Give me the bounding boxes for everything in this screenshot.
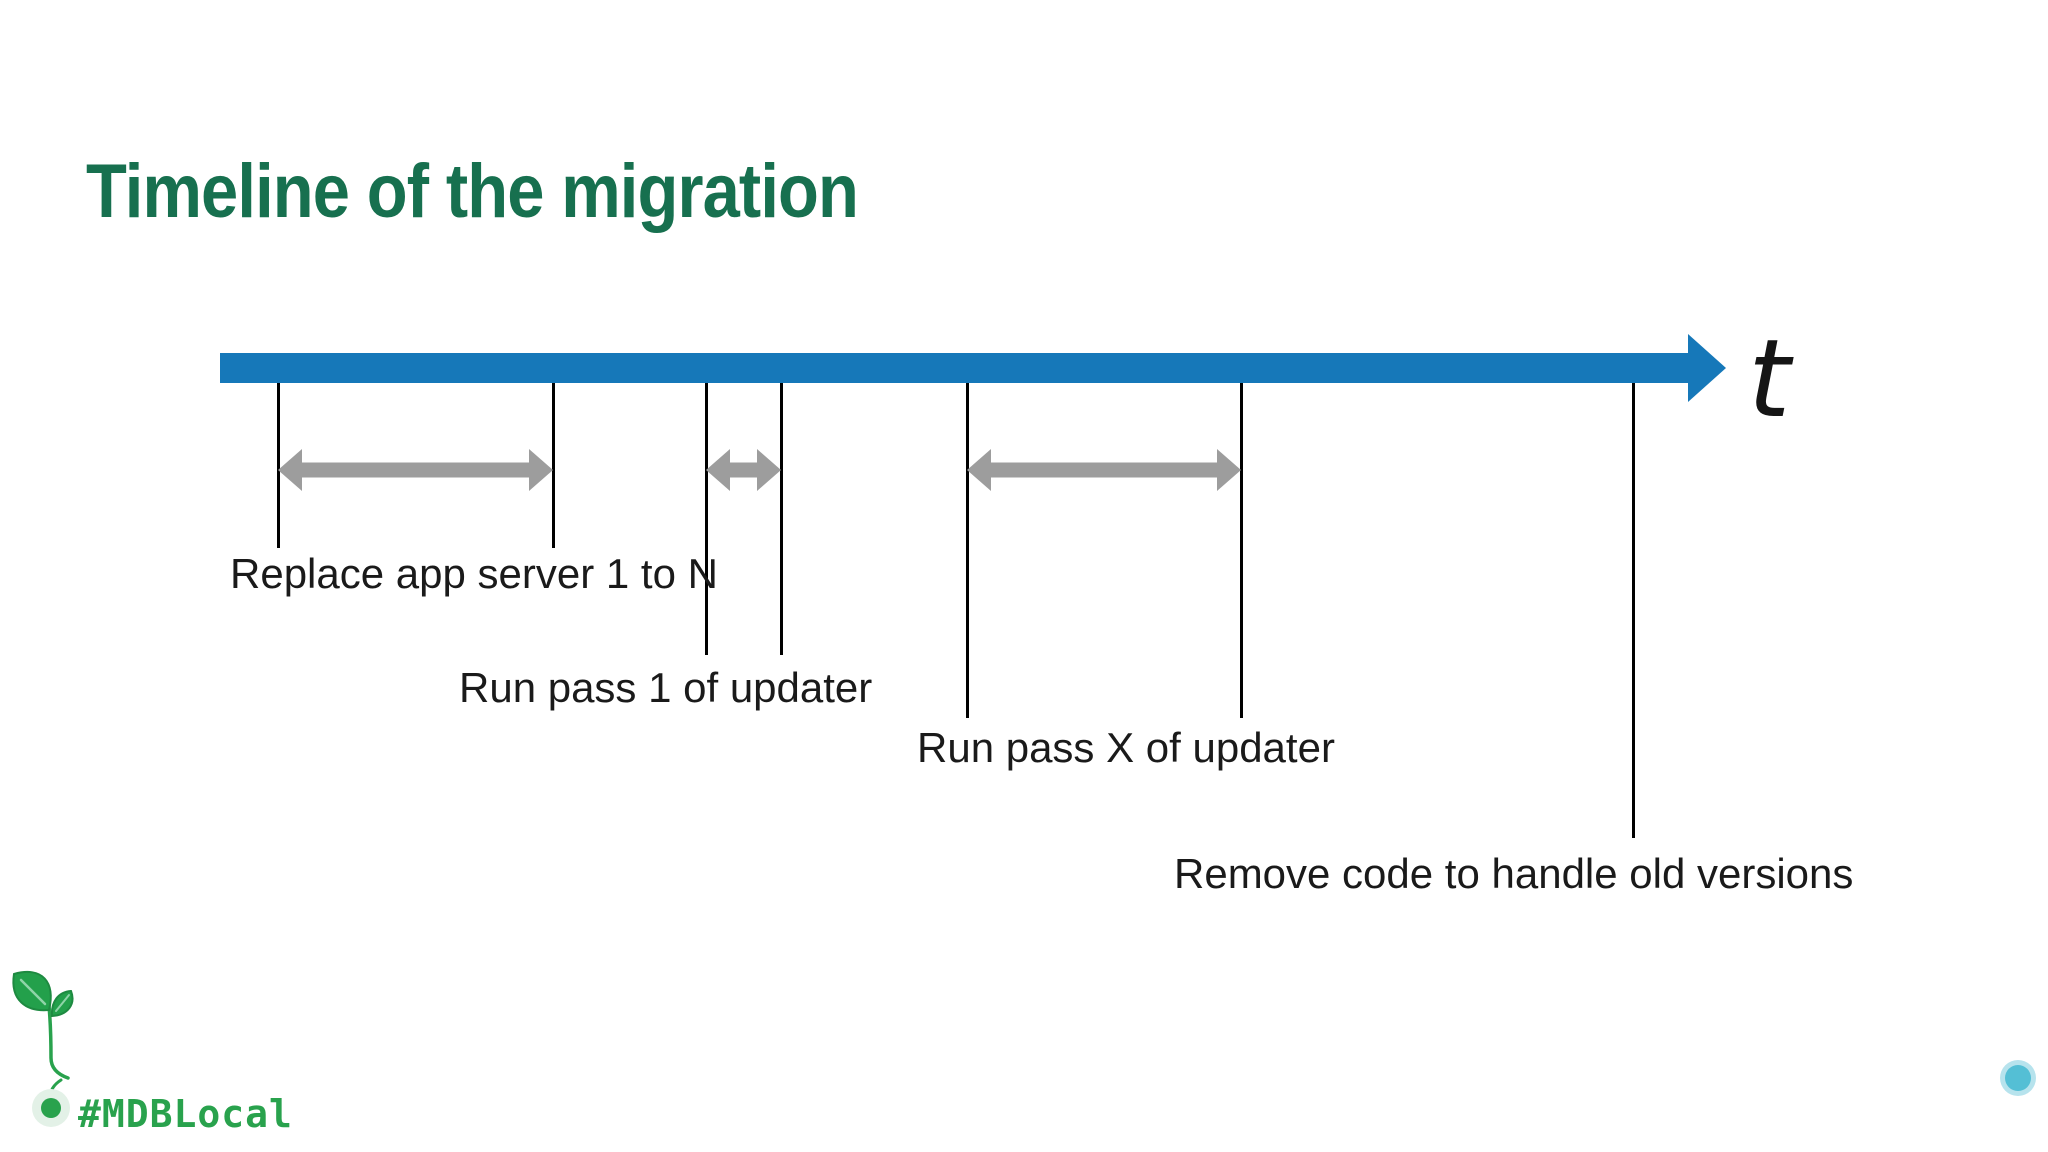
event-label: Remove code to handle old versions <box>1174 850 1854 897</box>
slide-title: Timeline of the migration <box>86 149 859 234</box>
time-axis-label: t <box>1748 317 1791 442</box>
timeline-tick <box>779 383 783 655</box>
event-hashtag: #MDBLocal <box>78 1092 293 1136</box>
timeline-tick <box>551 383 555 548</box>
footer-decoration <box>12 971 2036 1127</box>
timeline-tick <box>276 383 280 548</box>
duration-arrow-icon <box>706 449 781 491</box>
timeline-tick <box>1239 383 1243 718</box>
duration-arrow-icon <box>967 449 1241 491</box>
event-label: Replace app server 1 to N <box>230 550 718 597</box>
sprout-logo-icon <box>12 971 74 1127</box>
time-axis-bar <box>220 353 1688 383</box>
footer-rule-end-dot <box>2000 1060 2036 1096</box>
timeline-tick <box>965 383 969 718</box>
timeline-tick <box>704 383 708 655</box>
duration-arrow-icon <box>278 449 553 491</box>
timeline-tick <box>1631 383 1635 838</box>
time-axis-arrowhead-icon <box>1688 334 1726 402</box>
event-label: Run pass 1 of updater <box>459 664 873 711</box>
event-label: Run pass X of updater <box>917 724 1335 771</box>
